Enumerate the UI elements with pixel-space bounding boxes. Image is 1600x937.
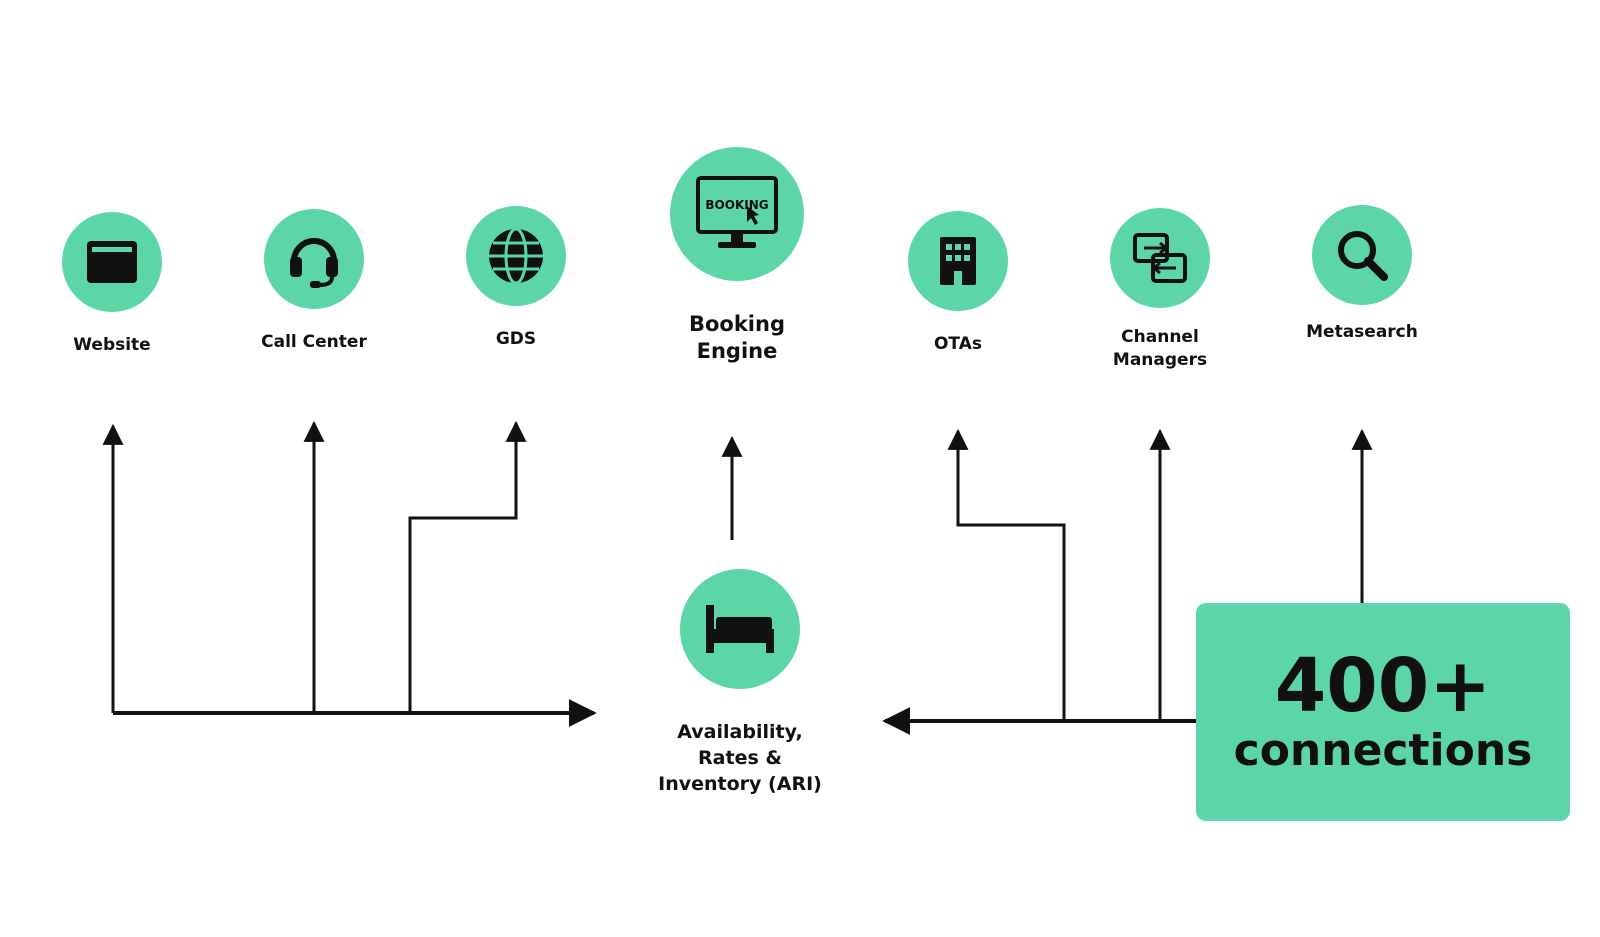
headset-icon — [290, 238, 338, 288]
otas-connector — [947, 428, 1066, 721]
call-center-circle — [264, 209, 364, 309]
connections-badge: 400+ connections — [1196, 603, 1570, 821]
booking-icon-text: BOOKING — [705, 198, 768, 212]
browser-window-icon — [87, 241, 137, 283]
ari-label: Availability, Rates & Inventory (ARI) — [658, 721, 822, 795]
website-circle — [62, 212, 162, 312]
channel-managers-label: Channel Managers — [1112, 327, 1208, 370]
node-otas: OTAs — [883, 211, 1033, 356]
node-gds: GDS — [441, 206, 591, 351]
magnifier-icon — [1338, 231, 1388, 281]
otas-label: OTAs — [933, 334, 982, 354]
gds-connector — [408, 420, 527, 713]
booking-engine-label: Booking Engine — [688, 312, 785, 363]
node-booking-engine: BOOKING Booking Engine — [652, 147, 822, 365]
ari-circle — [680, 569, 800, 689]
channel-managers-circle — [1110, 208, 1210, 308]
otas-circle — [908, 211, 1008, 311]
booking-monitor-icon: BOOKING — [696, 176, 778, 248]
gds-label: GDS — [495, 329, 537, 349]
metasearch-label: Metasearch — [1306, 322, 1418, 342]
connections-count: 400+ — [1274, 643, 1492, 729]
bed-icon — [706, 605, 774, 653]
gds-circle — [466, 206, 566, 306]
building-icon — [940, 237, 976, 285]
exchange-arrows-icon — [1133, 233, 1187, 283]
node-metasearch: Metasearch — [1287, 205, 1437, 344]
connections-text: connections — [1233, 725, 1533, 776]
node-ari: Availability, Rates & Inventory (ARI) — [640, 569, 840, 797]
globe-icon — [489, 227, 543, 285]
metasearch-circle — [1312, 205, 1412, 305]
booking-engine-circle: BOOKING — [670, 147, 804, 281]
node-call-center: Call Center — [239, 209, 389, 354]
website-label: Website — [73, 335, 151, 355]
call-center-label: Call Center — [261, 332, 367, 352]
node-website: Website — [37, 212, 187, 357]
node-channel-managers: Channel Managers — [1085, 208, 1235, 372]
